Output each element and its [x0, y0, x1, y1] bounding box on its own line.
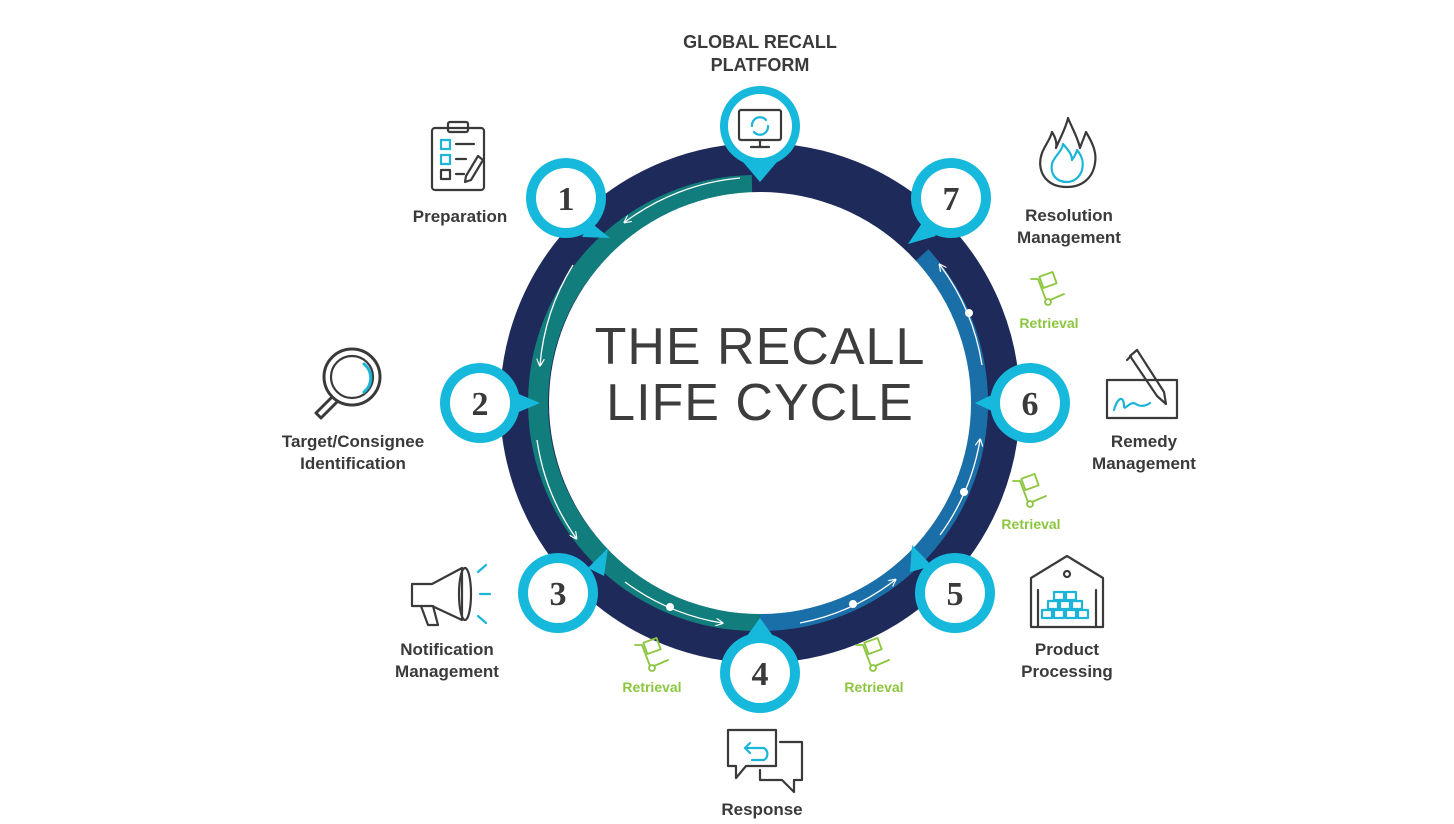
- step-5-number: 5: [947, 576, 964, 613]
- step-6-node: 6: [975, 363, 1070, 443]
- platform-node: [720, 86, 800, 182]
- retrieval-marker-1: Retrieval: [622, 637, 682, 695]
- step-7-label-line2: Management: [1017, 228, 1121, 247]
- step-1-label: Preparation: [413, 207, 507, 226]
- flame-icon: [1039, 116, 1097, 189]
- retrieval-label: Retrieval: [1019, 315, 1078, 331]
- hand-truck-icon: [855, 637, 890, 672]
- step-5-label-line2: Processing: [1021, 662, 1113, 681]
- retrieval-marker-2: Retrieval: [844, 637, 904, 695]
- step-3-label-line1: Notification: [400, 640, 494, 659]
- step-2-node: 2: [440, 363, 540, 443]
- step-2-number: 2: [472, 386, 489, 423]
- hand-truck-icon: [634, 637, 669, 672]
- teal-arc: [528, 175, 761, 632]
- step-7-label-line1: Resolution: [1025, 206, 1113, 225]
- monitor-refresh-icon: [737, 108, 783, 149]
- retrieval-marker-3: Retrieval: [1001, 473, 1061, 532]
- step-3-number: 3: [550, 576, 567, 613]
- clipboard-checklist-icon: [430, 120, 486, 192]
- step-5-label-line1: Product: [1035, 640, 1100, 659]
- step-6-label-line2: Management: [1092, 454, 1196, 473]
- retrieval-marker-4: Retrieval: [1019, 271, 1079, 331]
- step-7-node: 7: [908, 158, 991, 244]
- step-6-label-line1: Remedy: [1111, 432, 1178, 451]
- signature-pen-icon: [1105, 348, 1179, 420]
- platform-label-line2: PLATFORM: [711, 55, 810, 75]
- step-3-label-line2: Management: [395, 662, 499, 681]
- center-title-line2: LIFE CYCLE: [606, 374, 914, 432]
- platform-label-line1: GLOBAL RECALL: [683, 32, 837, 52]
- step-3-node: 3: [518, 548, 608, 633]
- step-6-number: 6: [1022, 386, 1039, 423]
- retrieval-label: Retrieval: [844, 679, 903, 695]
- step-4-label: Response: [721, 800, 802, 819]
- hand-truck-icon: [1012, 473, 1047, 508]
- step-5-node: 5: [910, 545, 995, 633]
- step-1-node: 1: [526, 158, 610, 238]
- chat-bubbles-icon: [726, 728, 804, 794]
- hand-truck-icon: [1030, 271, 1065, 306]
- warehouse-icon: [1029, 554, 1105, 629]
- retrieval-label: Retrieval: [1001, 516, 1060, 532]
- step-2-label-line2: Identification: [300, 454, 406, 473]
- step-4-node: 4: [720, 618, 800, 713]
- step-4-number: 4: [752, 656, 769, 693]
- megaphone-icon: [410, 563, 492, 627]
- center-title-line1: THE RECALL: [595, 318, 926, 376]
- retrieval-label: Retrieval: [622, 679, 681, 695]
- magnifier-icon: [314, 347, 382, 420]
- blue-arc: [759, 249, 989, 631]
- step-2-label-line1: Target/Consignee: [282, 432, 424, 451]
- step-7-number: 7: [943, 181, 960, 218]
- step-1-number: 1: [558, 181, 575, 218]
